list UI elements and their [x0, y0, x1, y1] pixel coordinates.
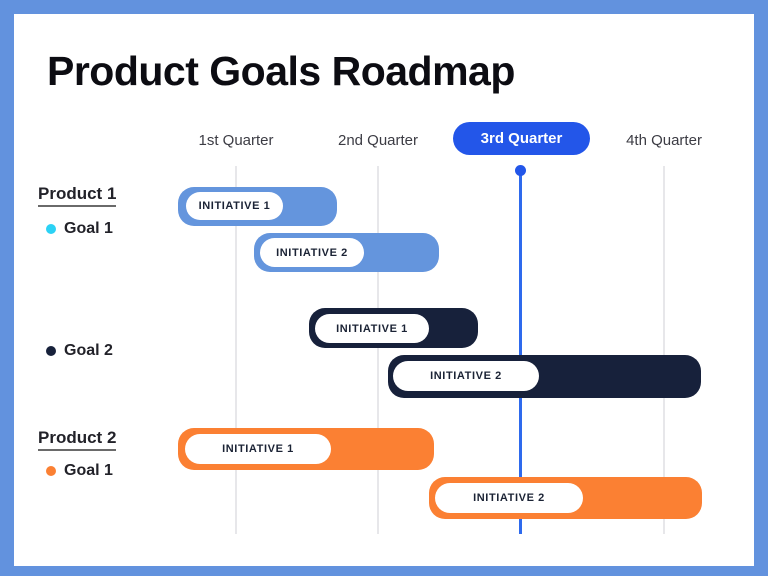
goal-label: Goal 1 [64, 220, 113, 237]
goal-label: Goal 1 [64, 462, 113, 479]
roadmap-bar: INITIATIVE 1 [178, 187, 337, 226]
product-2-label: Product 2 [38, 428, 117, 451]
initiative-label: INITIATIVE 1 [222, 443, 294, 455]
initiative-pill: INITIATIVE 1 [185, 434, 331, 464]
roadmap-bar: INITIATIVE 2 [429, 477, 702, 519]
goal-label: Goal 2 [64, 342, 113, 359]
active-quarter-pill: 3rd Quarter [453, 122, 590, 155]
current-quarter-marker-line [519, 171, 522, 534]
page-title: Product Goals Roadmap [47, 48, 515, 94]
initiative-pill: INITIATIVE 1 [186, 192, 283, 220]
product-1-goal-2-row: Goal 2 [46, 342, 113, 360]
product-1-label: Product 1 [38, 184, 117, 207]
roadmap-bar: INITIATIVE 2 [388, 355, 701, 398]
quarter-label-3: 3rd Quarter [480, 130, 563, 147]
product-1-goal-1-row: Goal 1 [46, 220, 113, 238]
initiative-label: INITIATIVE 1 [336, 322, 408, 335]
roadmap-bar: INITIATIVE 2 [254, 233, 439, 272]
quarter-label-1: 1st Quarter [198, 132, 274, 149]
initiative-label: INITIATIVE 2 [276, 246, 348, 259]
initiative-label: INITIATIVE 2 [430, 370, 502, 382]
initiative-pill: INITIATIVE 2 [260, 238, 364, 267]
initiative-label: INITIATIVE 1 [198, 200, 271, 212]
quarter-label-4: 4th Quarter [626, 132, 702, 149]
goal-dot [46, 224, 56, 234]
initiative-pill: INITIATIVE 2 [393, 361, 539, 391]
gridline-q2 [377, 166, 379, 534]
goal-dot [46, 346, 56, 356]
initiative-pill: INITIATIVE 1 [315, 314, 429, 343]
product-2-goal-1-row: Goal 1 [46, 462, 113, 480]
initiative-pill: INITIATIVE 2 [435, 483, 583, 513]
quarter-label-2: 2nd Quarter [337, 132, 419, 149]
gridline-q4 [663, 166, 665, 534]
initiative-label: INITIATIVE 2 [473, 492, 545, 504]
roadmap-bar: INITIATIVE 1 [178, 428, 434, 470]
current-quarter-marker-dot [515, 165, 526, 176]
goal-dot [46, 466, 56, 476]
roadmap-bar: INITIATIVE 1 [309, 308, 478, 348]
gridline-q1 [235, 166, 237, 534]
